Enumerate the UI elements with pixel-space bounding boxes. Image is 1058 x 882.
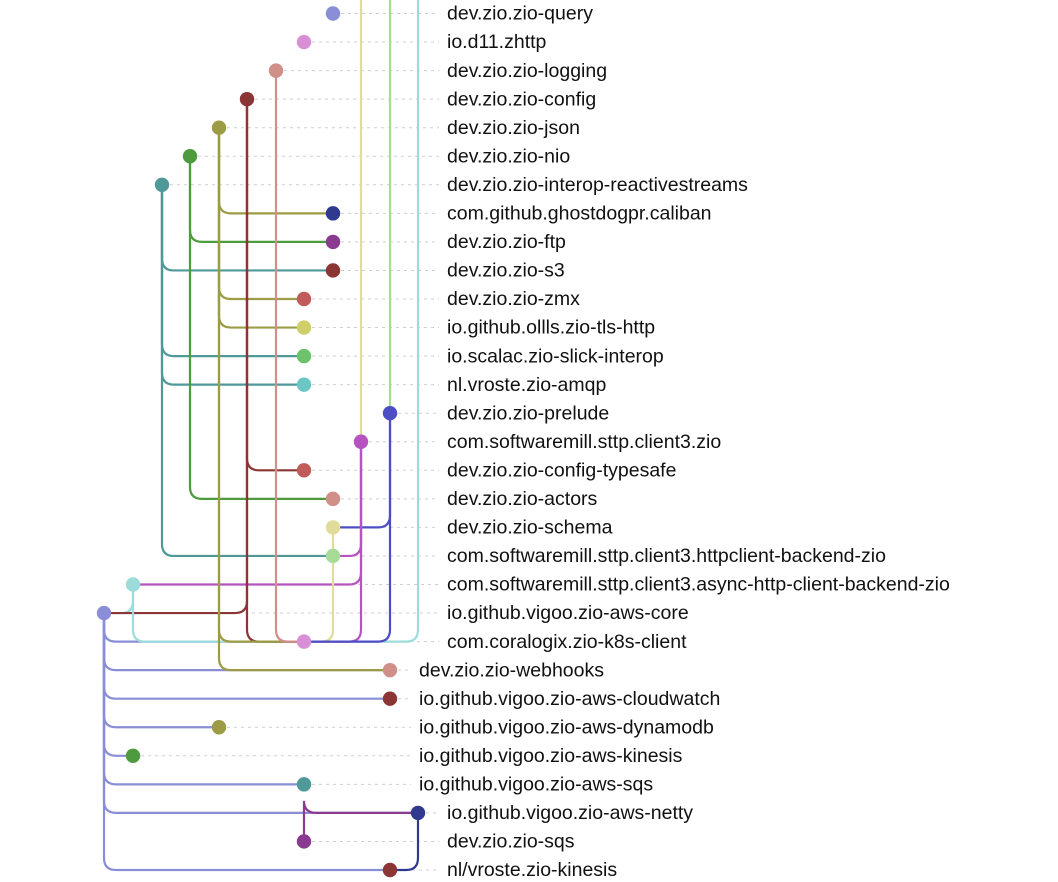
edge bbox=[390, 812, 420, 872]
edge bbox=[217, 127, 390, 672]
edge bbox=[102, 613, 418, 814]
edge bbox=[102, 613, 133, 757]
node-dot bbox=[382, 406, 398, 421]
node-dot bbox=[96, 605, 112, 621]
node-dot bbox=[268, 63, 284, 78]
node-dot bbox=[296, 634, 312, 649]
node-dot bbox=[296, 777, 312, 792]
node-label: dev.zio.zio-schema bbox=[447, 517, 613, 539]
node-dot bbox=[325, 263, 341, 278]
node-dot bbox=[211, 120, 227, 135]
edge bbox=[188, 156, 333, 243]
node-label: com.github.ghostdogpr.caliban bbox=[447, 203, 712, 225]
node-dot bbox=[296, 463, 312, 478]
node-label: dev.zio.zio-nio bbox=[447, 145, 570, 167]
node-dot bbox=[410, 805, 426, 821]
node-label: dev.zio.zio-prelude bbox=[447, 402, 609, 424]
node-dot bbox=[296, 291, 312, 307]
node-dot bbox=[296, 348, 312, 364]
node-dot bbox=[382, 662, 398, 678]
edge bbox=[304, 629, 420, 643]
nodes bbox=[96, 6, 426, 878]
node-label: io.github.vigoo.zio-aws-dynamodb bbox=[419, 716, 714, 738]
node-dot bbox=[325, 206, 341, 221]
labels: dev.zio.zio-query io.d11.zhttp dev.zio.zio… bbox=[419, 3, 950, 882]
edge bbox=[188, 156, 333, 500]
edge bbox=[302, 800, 418, 842]
node-label: com.softwaremill.sttp.client3.httpclient… bbox=[447, 545, 886, 567]
edge bbox=[217, 127, 304, 329]
node-dot bbox=[125, 577, 141, 592]
node-dot bbox=[325, 234, 341, 250]
node-label: io.github.vigoo.zio-aws-netty bbox=[447, 802, 693, 824]
node-label: dev.zio.zio-ftp bbox=[447, 231, 566, 253]
node-label: nl.vroste.zio-amqp bbox=[447, 374, 606, 396]
edge bbox=[274, 70, 304, 643]
node-label: dev.zio.zio-webhooks bbox=[419, 659, 604, 681]
edge bbox=[102, 613, 390, 872]
node-label: com.coralogix.zio-k8s-client bbox=[447, 631, 687, 653]
edge bbox=[160, 184, 304, 386]
node-label: nl/vroste.zio-kinesis bbox=[447, 859, 617, 881]
node-dot bbox=[296, 834, 312, 849]
node-dot bbox=[353, 434, 369, 449]
node-dot bbox=[296, 320, 312, 335]
node-label: io.github.ollls.zio-tls-http bbox=[447, 317, 655, 339]
edge bbox=[131, 584, 304, 643]
node-label: io.scalac.zio-slick-interop bbox=[447, 345, 664, 367]
node-label: dev.zio.zio-interop-reactivestreams bbox=[447, 174, 748, 196]
node-label: dev.zio.zio-config bbox=[447, 88, 596, 110]
node-label: dev.zio.zio-json bbox=[447, 117, 580, 139]
node-label: io.github.vigoo.zio-aws-kinesis bbox=[419, 745, 683, 767]
edge bbox=[304, 413, 392, 643]
node-dot bbox=[154, 177, 170, 192]
node-label: dev.zio.zio-sqs bbox=[447, 831, 575, 853]
node-label: dev.zio.zio-zmx bbox=[447, 288, 580, 310]
node-label: io.github.vigoo.zio-aws-cloudwatch bbox=[419, 688, 720, 710]
node-dot bbox=[382, 862, 398, 878]
node-label: com.softwaremill.sttp.client3.zio bbox=[447, 431, 721, 453]
node-dot bbox=[296, 34, 312, 50]
node-label: io.d11.zhttp bbox=[447, 31, 547, 53]
node-label: dev.zio.zio-actors bbox=[447, 488, 598, 510]
node-dot bbox=[382, 691, 398, 706]
node-dot bbox=[325, 491, 341, 507]
node-dot bbox=[325, 548, 341, 564]
node-label: dev.zio.zio-s3 bbox=[447, 260, 565, 282]
node-label: io.github.vigoo.zio-aws-sqs bbox=[419, 774, 653, 796]
node-dot bbox=[125, 748, 141, 763]
node-dot bbox=[325, 520, 341, 535]
node-dot bbox=[182, 149, 198, 164]
node-label: dev.zio.zio-query bbox=[447, 3, 593, 25]
node-label: dev.zio.zio-logging bbox=[447, 60, 607, 82]
edges bbox=[102, 0, 420, 872]
node-label: com.softwaremill.sttp.client3.async-http… bbox=[447, 574, 950, 596]
node-dot bbox=[325, 6, 341, 21]
node-label: io.github.vigoo.zio-aws-core bbox=[447, 602, 689, 624]
node-dot bbox=[211, 720, 227, 735]
node-dot bbox=[296, 377, 312, 392]
edge bbox=[160, 184, 333, 558]
node-dot bbox=[239, 91, 255, 107]
node-label: dev.zio.zio-config-typesafe bbox=[447, 459, 676, 481]
